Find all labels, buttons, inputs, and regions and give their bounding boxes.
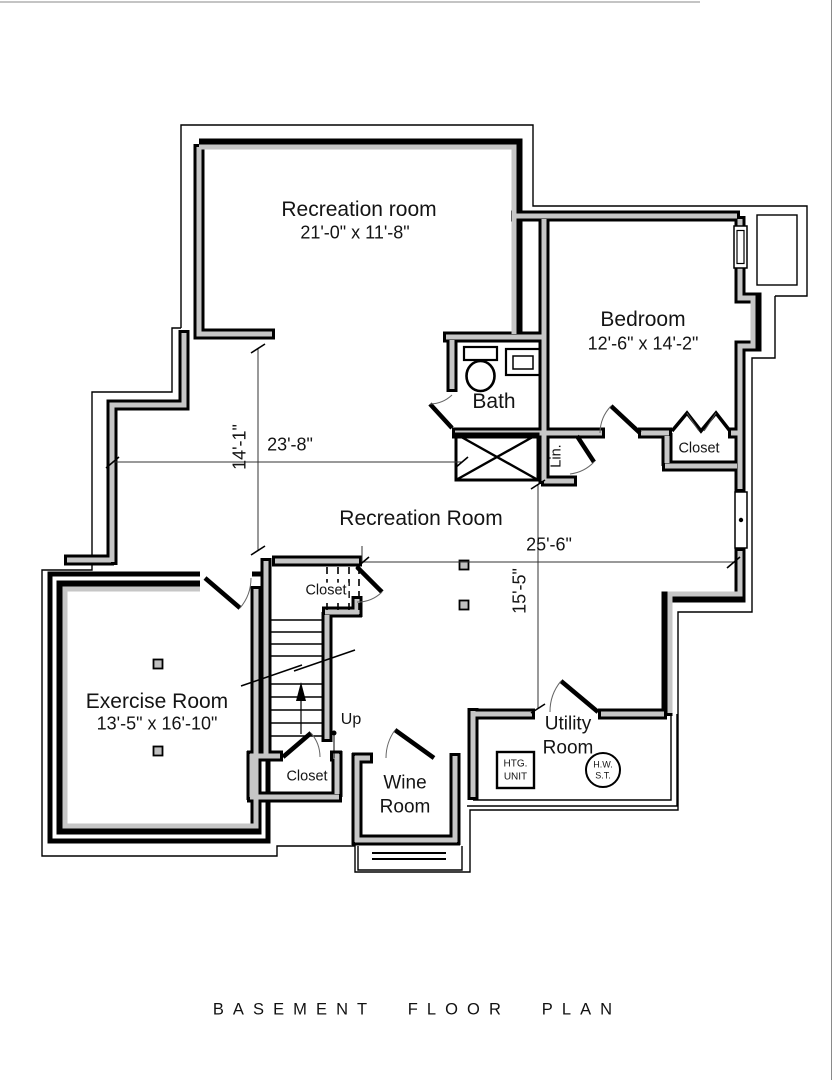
stair-up-arrow xyxy=(296,682,337,758)
door-arcs xyxy=(239,394,612,759)
utility-door xyxy=(559,679,600,714)
dimension-14-1: 14'-1" xyxy=(229,424,250,470)
bedroom-door xyxy=(609,404,642,435)
exercise-room-label: Exercise Room xyxy=(85,689,229,713)
dimension-lines xyxy=(112,348,734,708)
exercise-room-dims: 13'-5" x 16'-10" xyxy=(96,713,218,734)
stair-closet-label: Closet xyxy=(303,582,349,600)
bath-door xyxy=(428,402,454,430)
dimension-25-6: 25'-6" xyxy=(526,534,572,555)
linen-door xyxy=(575,434,596,464)
stair-break-line xyxy=(240,649,356,687)
window-well-inner xyxy=(756,214,798,286)
door-leaves xyxy=(203,402,642,760)
sink-fixture xyxy=(504,347,542,377)
hw-tank-label-line2: S.T. xyxy=(595,770,611,781)
dimension-15-5: 15'-5" xyxy=(509,568,530,614)
recreation-room-lower-label: Recreation Room xyxy=(339,506,503,530)
wall-cores xyxy=(62,144,756,843)
wine-bumpout xyxy=(357,846,463,871)
toilet-fixture xyxy=(462,345,499,393)
exercise-door xyxy=(203,576,242,610)
utility-room-label: Utility Room xyxy=(542,713,594,758)
dimension-ticks xyxy=(105,343,741,714)
bedroom-window xyxy=(733,225,748,269)
bedroom-closet-label: Closet xyxy=(678,440,720,457)
footing-outline xyxy=(41,124,808,873)
hw-tank-label-line1: H.W. xyxy=(593,759,613,770)
wine-bumpout-window xyxy=(372,852,446,860)
bedroom-dims: 12'-6" x 14'-2" xyxy=(587,333,699,354)
under-stair-closet-door xyxy=(281,731,313,759)
dimension-23-8: 23'-8" xyxy=(267,434,313,455)
recreation-room-upper-dims: 21'-0" x 11'-8" xyxy=(300,222,410,243)
under-stair-closet-label: Closet xyxy=(284,768,330,786)
rec-room-window xyxy=(734,491,748,549)
htg-unit-label-line2: UNIT xyxy=(503,771,528,783)
up-label: Up xyxy=(340,710,362,728)
htg-unit-label-line1: HTG. xyxy=(503,758,528,770)
htg-unit-box xyxy=(495,750,536,790)
linen-closet-label: Lin. xyxy=(548,444,565,468)
wine-door xyxy=(393,728,436,760)
stairs xyxy=(240,619,356,737)
bifold-doors xyxy=(670,410,732,434)
structural-posts xyxy=(152,559,470,757)
shower-chase xyxy=(454,432,540,482)
bath-label: Bath xyxy=(472,389,516,413)
window-well-outline xyxy=(752,205,808,297)
utility-thin-boundary xyxy=(467,714,678,807)
bedroom-label: Bedroom xyxy=(600,307,686,331)
sheet-title: BASEMENT FLOOR PLAN xyxy=(212,1000,622,1019)
hw-tank-circle xyxy=(585,752,621,788)
stair-closet-door xyxy=(355,565,384,594)
recreation-room-upper-label: Recreation room xyxy=(281,197,437,221)
wine-room-label: Wine Room xyxy=(379,772,431,817)
